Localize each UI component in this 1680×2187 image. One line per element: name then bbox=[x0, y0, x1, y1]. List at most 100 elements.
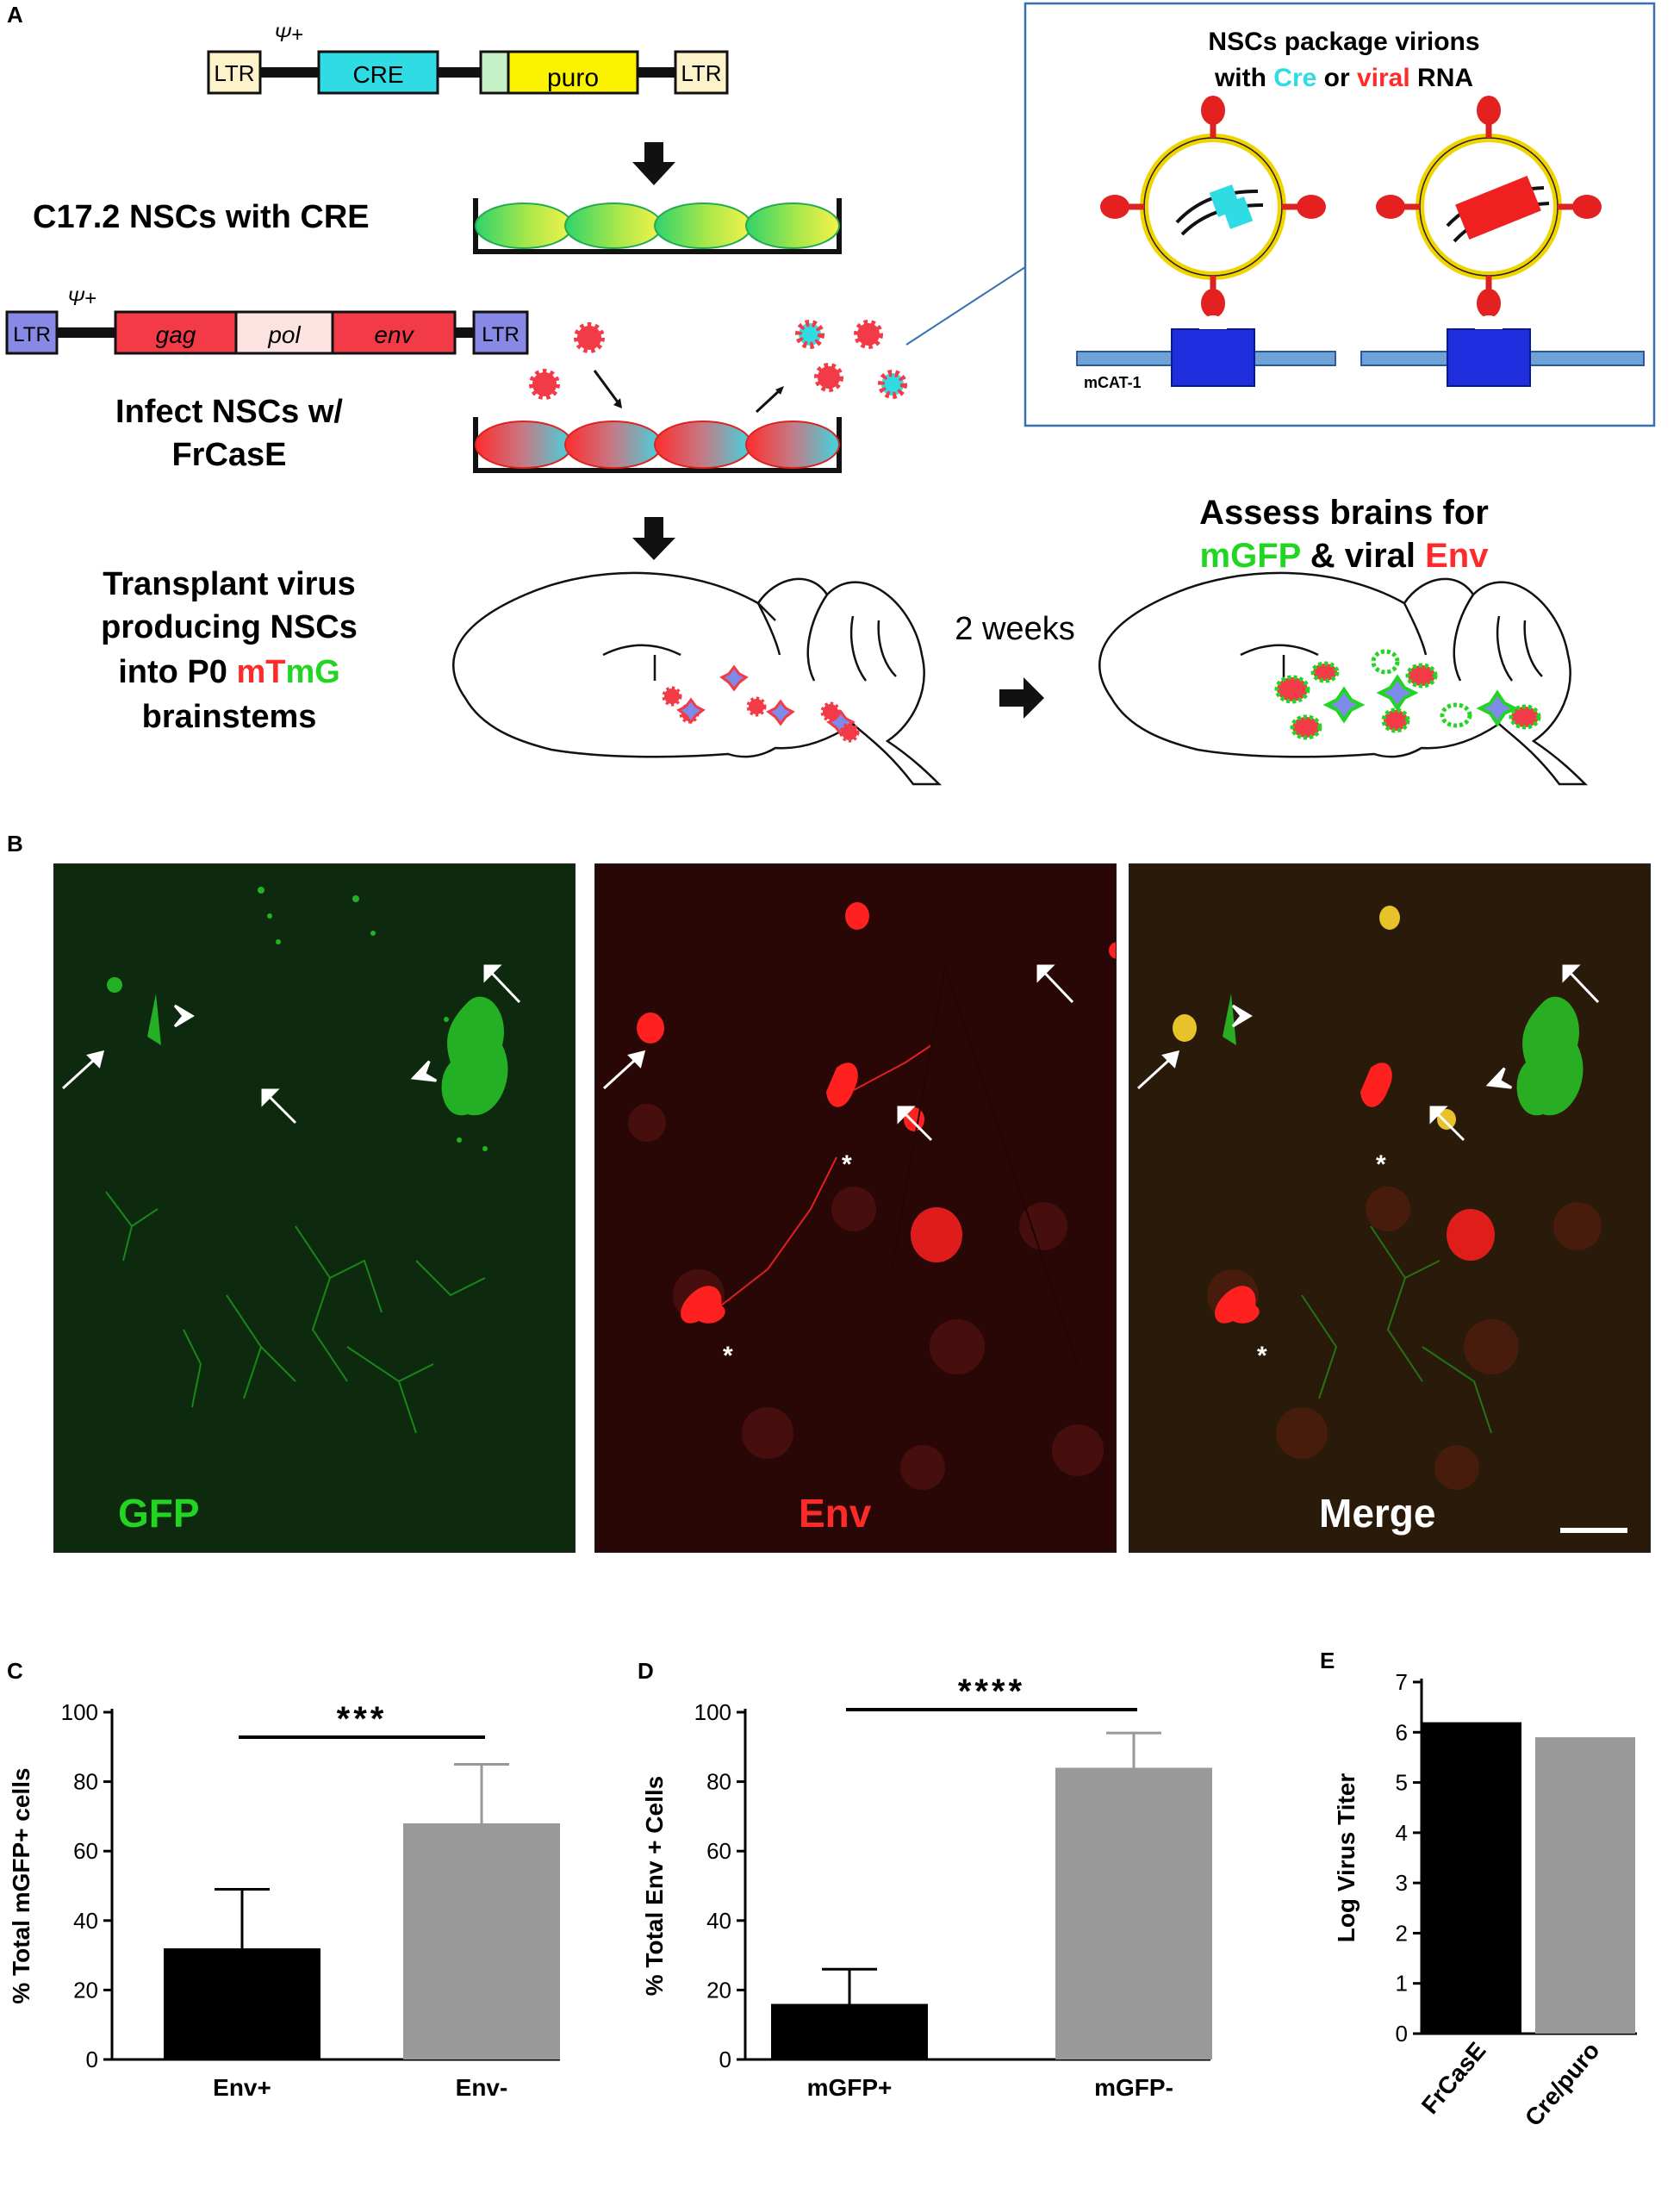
y-axis-label: Log Virus Titer bbox=[1333, 1773, 1360, 1943]
merge-label: Merge bbox=[1319, 1491, 1436, 1536]
virion-viral-rna bbox=[1376, 96, 1602, 318]
mcat1-receptor-1 bbox=[1076, 315, 1336, 387]
ltr-label-left-2: LTR bbox=[13, 323, 51, 346]
y-tick-label: 60 bbox=[706, 1838, 731, 1864]
y-tick-label: 80 bbox=[706, 1769, 731, 1795]
incoming-virions bbox=[529, 322, 622, 408]
gfp-signal bbox=[61, 887, 521, 1434]
gfp-label: GFP bbox=[118, 1491, 200, 1536]
y-axis-label: % Total mGFP+ cells bbox=[8, 1767, 34, 2003]
cre-box bbox=[317, 50, 439, 95]
y-tick-label: 0 bbox=[86, 2047, 98, 2072]
transplanted-cells bbox=[662, 664, 860, 743]
puro-box bbox=[507, 50, 639, 95]
asterisk-merge-1: * bbox=[1376, 1150, 1386, 1179]
infected-cells bbox=[1274, 649, 1541, 740]
ltr-box-left bbox=[207, 50, 262, 95]
cre-label: CRE bbox=[352, 61, 403, 88]
step3-line4: brainstems bbox=[142, 699, 317, 735]
step1-label: C17.2 NSCs with CRE bbox=[33, 199, 370, 235]
promoter-box bbox=[479, 50, 510, 95]
y-tick-label: 100 bbox=[694, 1699, 731, 1725]
bar-mGFP+ bbox=[771, 2003, 928, 2059]
assess-line1: Assess brains for bbox=[1199, 494, 1489, 532]
x-tick-label: mGFP- bbox=[1094, 2074, 1173, 2101]
y-tick-label: 40 bbox=[73, 1908, 98, 1934]
y-tick-label: 0 bbox=[719, 2047, 731, 2072]
step2-line1: Infect NSCs w/ bbox=[115, 394, 343, 430]
significance-label: **** bbox=[958, 1673, 1025, 1710]
mcat1-receptor-2 bbox=[1360, 315, 1645, 387]
arrow-down-icon-2 bbox=[632, 517, 675, 560]
panel-a-schematic: LTR Ψ+ CRE puro LTR C17.2 NSCs with CRE … bbox=[5, 2, 1656, 786]
x-tick-label: mGFP+ bbox=[807, 2074, 893, 2101]
bar-Env+ bbox=[164, 1948, 320, 2059]
y-tick-label: 40 bbox=[706, 1908, 731, 1934]
virion-inset: NSCs package virions with Cre or viral R… bbox=[1024, 2, 1656, 427]
bar-FrCasE bbox=[1422, 1722, 1521, 2034]
brain-sketch-assess bbox=[1098, 571, 1589, 786]
y-tick-label: 5 bbox=[1396, 1770, 1408, 1796]
env-label: Env bbox=[799, 1491, 872, 1536]
y-tick-label: 1 bbox=[1396, 1971, 1408, 1997]
y-tick-label: 4 bbox=[1396, 1820, 1408, 1846]
construct-frcase: Ψ+ LTR gag pol env LTR bbox=[5, 287, 529, 355]
inset-title-line1: NSCs package virions bbox=[1208, 28, 1479, 56]
weeks-label: 2 weeks bbox=[955, 611, 1074, 647]
y-tick-label: 0 bbox=[1396, 2021, 1408, 2047]
inset-title-line2: with Cre or viral RNA bbox=[1214, 64, 1473, 92]
micrograph-gfp: GFP bbox=[53, 863, 576, 1553]
panel-letter-c: C bbox=[7, 1658, 23, 1684]
env-box bbox=[331, 310, 457, 355]
y-axis-label: % Total Env + Cells bbox=[641, 1776, 668, 1996]
micrograph-env: * * Env bbox=[594, 863, 1117, 1553]
culture-dish-1 bbox=[473, 198, 842, 254]
ltr-box-right-2 bbox=[472, 310, 529, 355]
y-tick-label: 60 bbox=[73, 1838, 98, 1864]
puro-label: puro bbox=[547, 64, 599, 92]
ltr-box-right bbox=[674, 50, 729, 95]
panel-letter-d: D bbox=[638, 1658, 654, 1684]
env-signal: * * bbox=[602, 902, 1116, 1490]
asterisk-1: * bbox=[842, 1150, 852, 1179]
merge-signal: * * bbox=[1136, 906, 1627, 1533]
y-tick-label: 100 bbox=[61, 1699, 98, 1725]
step2-line2: FrCasE bbox=[171, 437, 286, 473]
env-label: env bbox=[374, 321, 414, 348]
bar-mGFP- bbox=[1055, 1767, 1212, 2059]
brain-sketch-transplant bbox=[452, 571, 943, 786]
culture-dish-2 bbox=[473, 417, 842, 473]
scale-bar bbox=[1560, 1528, 1627, 1533]
virion-cre bbox=[1100, 96, 1326, 318]
panel-letter-a: A bbox=[7, 2, 23, 28]
construct-cre-puro: LTR Ψ+ CRE puro LTR bbox=[207, 23, 729, 95]
mcat1-label: mCAT-1 bbox=[1084, 374, 1142, 391]
y-tick-label: 3 bbox=[1396, 1870, 1408, 1896]
x-tick-label: Env- bbox=[456, 2074, 508, 2101]
released-virions bbox=[755, 320, 907, 414]
ltr-label-right-2: LTR bbox=[482, 323, 520, 346]
arrow-down-icon bbox=[632, 142, 675, 185]
ltr-label-left: LTR bbox=[214, 60, 254, 86]
y-tick-label: 80 bbox=[73, 1769, 98, 1795]
significance-label: *** bbox=[337, 1700, 388, 1738]
psi-label-2: Ψ+ bbox=[67, 287, 96, 310]
step3-line2: producing NSCs bbox=[101, 609, 358, 645]
psi-label: Ψ+ bbox=[274, 23, 303, 47]
asterisk-merge-2: * bbox=[1257, 1342, 1267, 1370]
y-tick-label: 20 bbox=[73, 1977, 98, 2003]
arrow-right-icon bbox=[999, 677, 1044, 719]
ltr-box-left-2 bbox=[5, 310, 59, 355]
y-tick-label: 6 bbox=[1396, 1719, 1408, 1745]
ltr-label-right: LTR bbox=[681, 60, 721, 86]
y-tick-label: 7 bbox=[1396, 1669, 1408, 1695]
bar-Cre/puro bbox=[1535, 1737, 1635, 2034]
x-tick-label: Env+ bbox=[213, 2074, 271, 2101]
panel-letter-b: B bbox=[7, 831, 23, 857]
pol-label: pol bbox=[267, 321, 301, 348]
asterisk-2: * bbox=[723, 1342, 733, 1370]
pol-box bbox=[234, 310, 334, 355]
